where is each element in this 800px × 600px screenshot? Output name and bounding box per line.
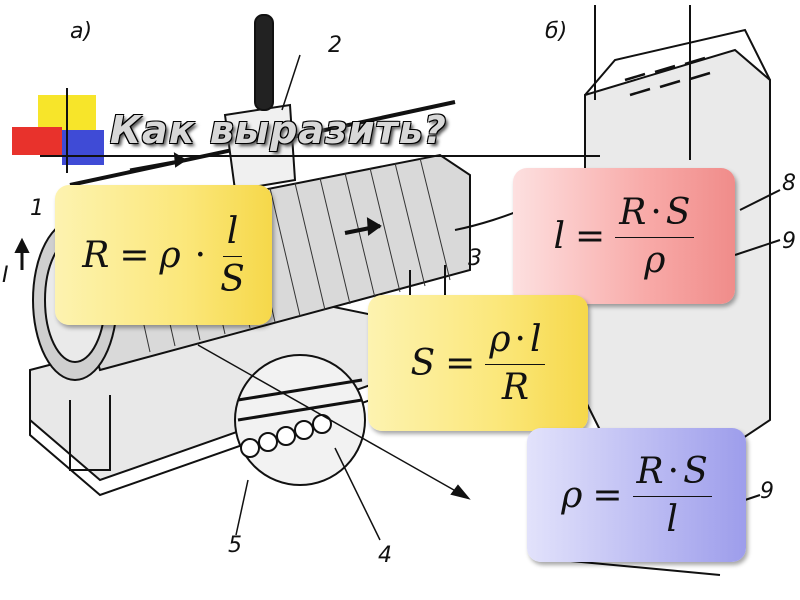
- decor-vertical-line: [66, 88, 68, 173]
- label-current: I: [2, 263, 9, 288]
- numerator-b: S: [683, 450, 708, 492]
- fraction-numerator: l: [222, 211, 243, 257]
- figure-label-b: б): [545, 19, 567, 44]
- numerator-dot: ·: [514, 318, 526, 360]
- formula-lhs: S: [410, 342, 436, 384]
- numerator-a: R: [636, 450, 664, 492]
- numerator-a: ρ: [489, 318, 511, 360]
- formula-equals: =: [119, 234, 150, 276]
- label-8: 8: [782, 171, 796, 196]
- label-1: 1: [30, 196, 44, 221]
- label-4: 4: [378, 543, 392, 568]
- formula-length: l = R·S ρ: [513, 168, 735, 304]
- magnifier-circle: [234, 354, 366, 486]
- label-9-upper: 9: [782, 229, 796, 254]
- coil-cross-section: [240, 414, 332, 458]
- formula-fraction: ρ·l R: [485, 318, 546, 408]
- label-3: 3: [468, 246, 482, 271]
- numerator-b: S: [665, 191, 691, 233]
- decor-blue-square: [62, 130, 104, 165]
- formula-rho: ρ: [159, 234, 181, 276]
- formula-fraction: l S: [220, 211, 245, 300]
- fraction-numerator: ρ·l: [485, 318, 546, 365]
- fraction-denominator: l: [666, 498, 678, 540]
- label-2: 2: [328, 33, 342, 58]
- fraction-denominator: ρ: [644, 239, 666, 281]
- formula-lhs: ρ: [561, 474, 583, 516]
- numerator-dot: ·: [650, 191, 662, 233]
- formula-lhs: l: [553, 215, 566, 257]
- formula-equals: =: [592, 474, 623, 516]
- numerator-a: R: [619, 191, 647, 233]
- fraction-denominator: R: [501, 366, 529, 408]
- numerator-dot: ·: [667, 450, 680, 492]
- formula-fraction: R·S l: [632, 450, 712, 540]
- formula-resistance: R = ρ · l S: [55, 185, 272, 325]
- formula-equals: =: [445, 342, 476, 384]
- label-9-lower: 9: [760, 479, 774, 504]
- formula-lhs: R: [82, 234, 110, 276]
- fraction-numerator: R·S: [632, 450, 712, 497]
- fraction-numerator: R·S: [615, 191, 695, 238]
- formula-area: S = ρ·l R: [368, 295, 588, 431]
- fraction-denominator: S: [220, 258, 245, 300]
- formula-equals: =: [575, 215, 606, 257]
- decor-horizontal-line: [40, 155, 600, 157]
- decor-red-square: [12, 127, 62, 155]
- formula-dot: ·: [194, 234, 207, 276]
- formula-fraction: R·S ρ: [615, 191, 695, 281]
- label-5: 5: [228, 533, 242, 558]
- slide-title: Как выразить?: [110, 108, 447, 152]
- numerator-b: l: [529, 318, 542, 360]
- formula-resistivity: ρ = R·S l: [527, 428, 746, 562]
- slider-handle: [254, 14, 274, 111]
- figure-label-a: а): [70, 19, 92, 44]
